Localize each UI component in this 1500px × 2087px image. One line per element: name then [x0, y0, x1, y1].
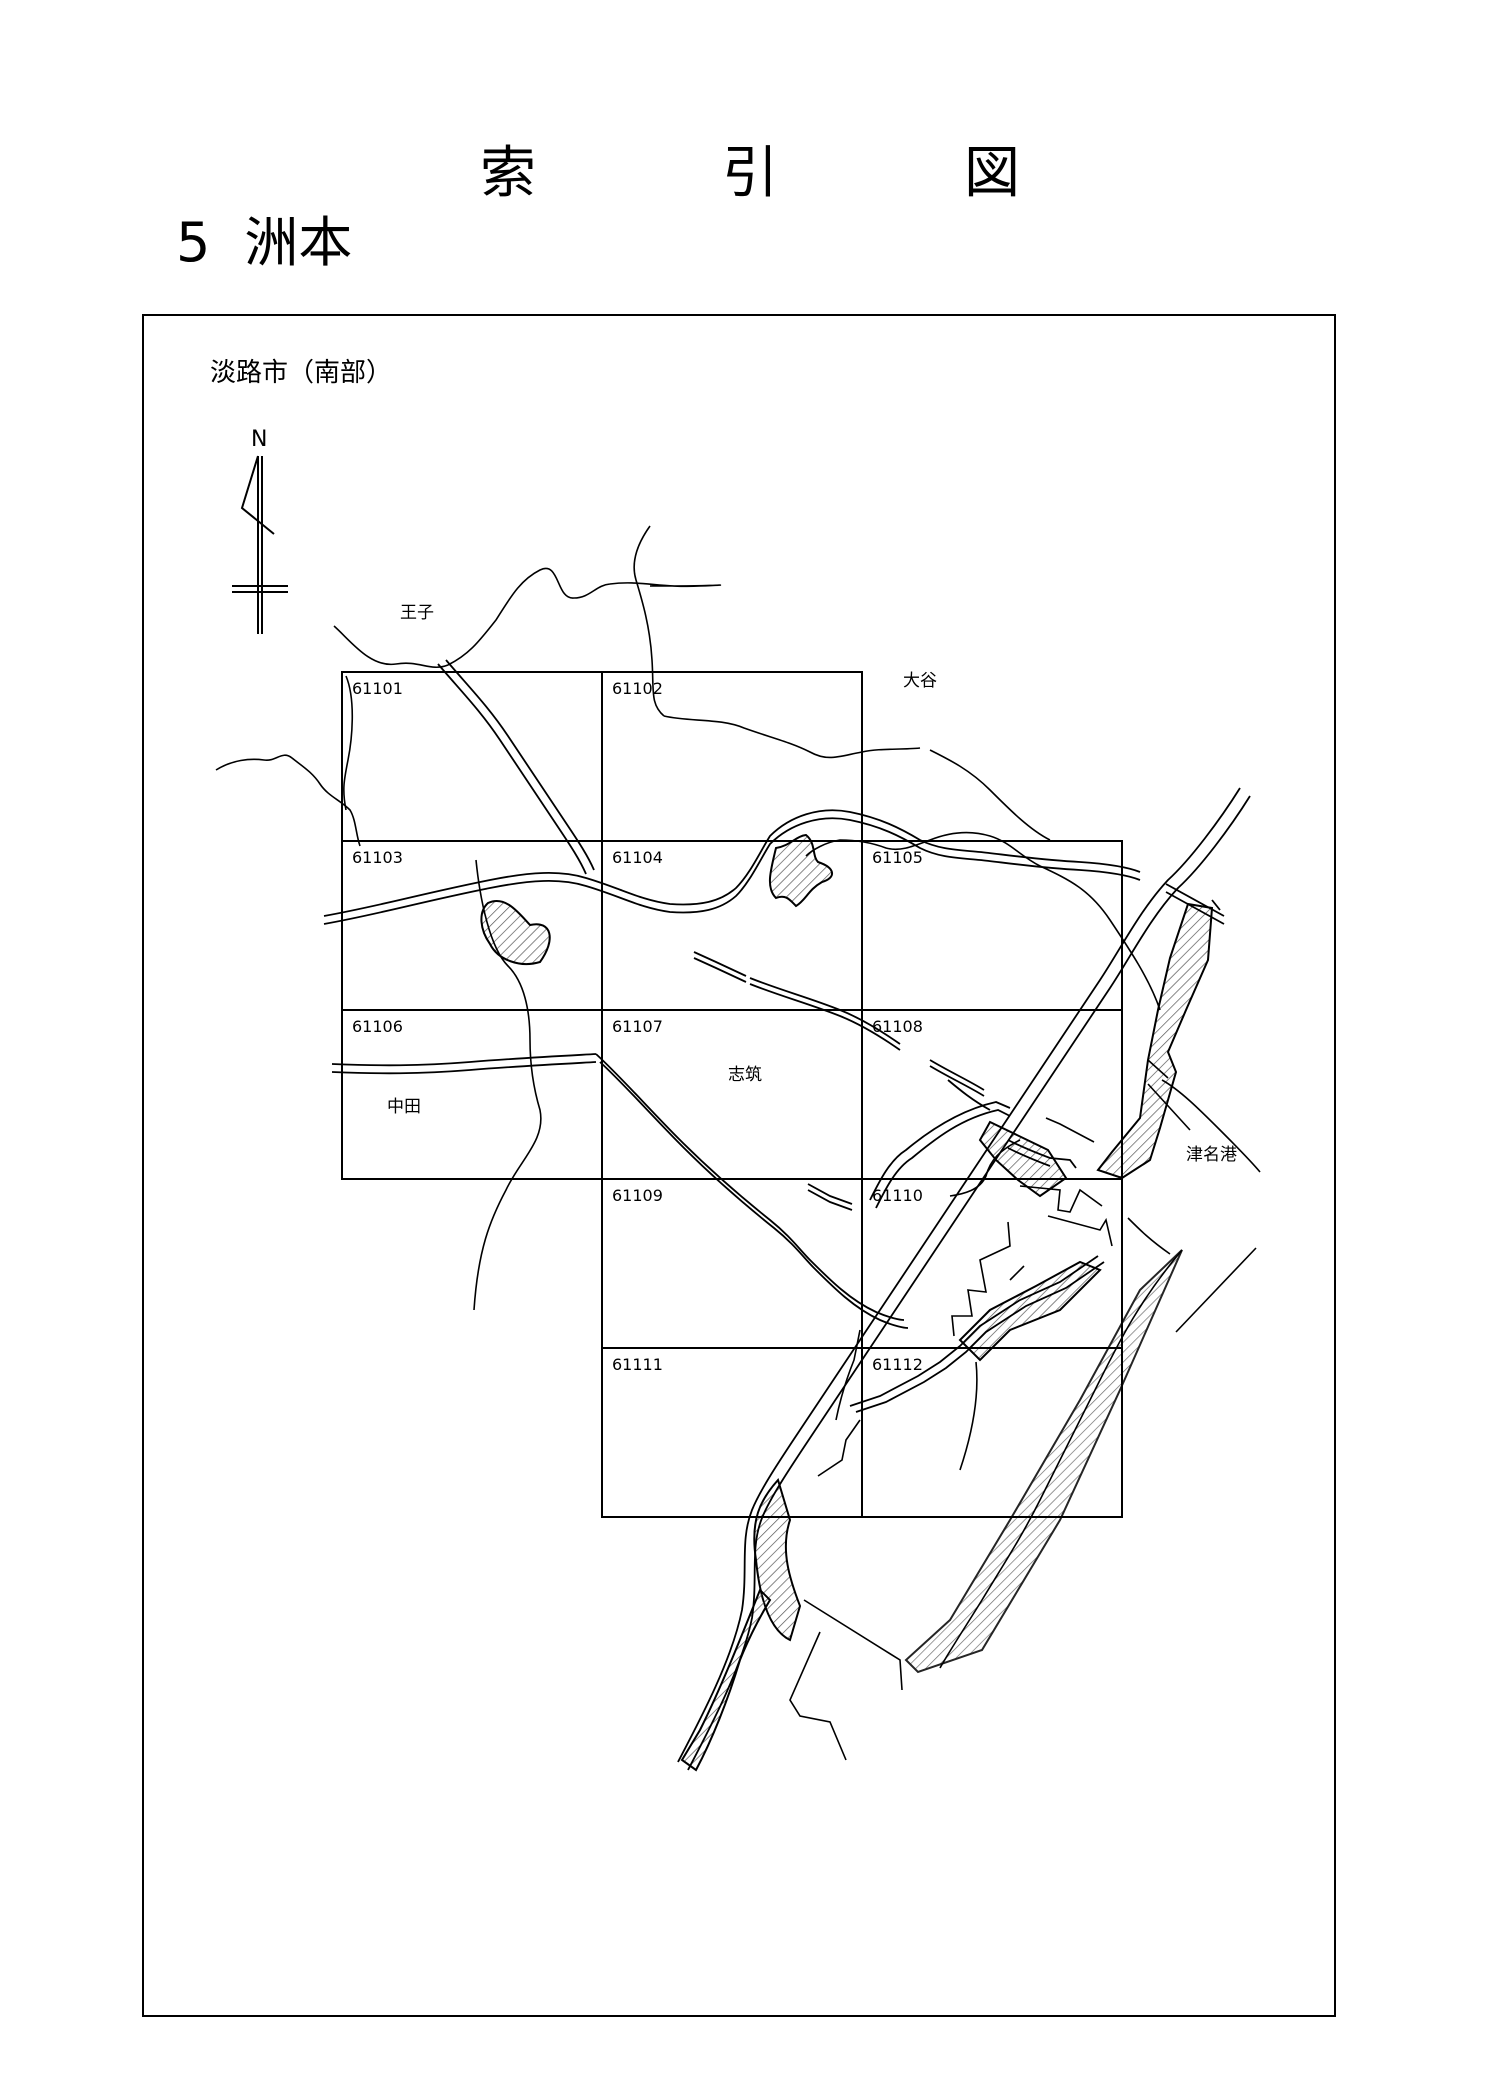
grid-cell-label: 61105: [872, 848, 923, 867]
grid-cell[interactable]: 61103: [341, 840, 603, 1011]
grid-cell[interactable]: 61109: [601, 1178, 863, 1349]
grid-cell-label: 61108: [872, 1017, 923, 1036]
grid-cell[interactable]: 61106: [341, 1009, 603, 1180]
grid-cell-label: 61112: [872, 1355, 923, 1374]
grid-cell-label: 61106: [352, 1017, 403, 1036]
title-char: 図: [964, 141, 1020, 206]
place-label: 志筑: [728, 1065, 762, 1085]
grid-cell-label: 61101: [352, 679, 403, 698]
grid-cell-label: 61102: [612, 679, 663, 698]
shoreline-hatch: [958, 1260, 1102, 1362]
grid-cell[interactable]: 61101: [341, 671, 603, 842]
sheet-number: 5: [176, 211, 211, 274]
place-label: 大谷: [903, 671, 937, 691]
place-label: 津名港: [1186, 1145, 1237, 1165]
sheet-name: 洲本: [244, 211, 353, 274]
grid-cell[interactable]: 61107: [601, 1009, 863, 1180]
grid-cell[interactable]: 61111: [601, 1347, 863, 1518]
grid-cell-label: 61103: [352, 848, 403, 867]
place-label: 王子: [400, 603, 434, 623]
title-char: 索: [480, 141, 536, 206]
place-labels: 王子 大谷 志筑 中田 津名港: [387, 603, 1237, 1165]
shoreline-hatch: [978, 1120, 1068, 1198]
grid-cell-label: 61110: [872, 1186, 923, 1205]
map-frame: [142, 314, 1336, 2017]
north-label: N: [251, 427, 267, 452]
grid-cell-label: 61109: [612, 1186, 663, 1205]
area-name: 淡路市（南部）: [210, 358, 393, 388]
shoreline-hatch: [680, 1588, 772, 1772]
boundary-lines: [215, 525, 1261, 1761]
grid-cell[interactable]: 61105: [861, 840, 1123, 1011]
index-grid: 61101 61102 61103 61104 61105 61106 6110…: [341, 671, 1123, 1518]
pond: [480, 900, 551, 965]
north-arrow-icon: N: [232, 427, 288, 634]
grid-cell[interactable]: 61112: [861, 1347, 1123, 1518]
place-label: 中田: [387, 1097, 421, 1117]
title-char: 引: [722, 141, 778, 206]
shoreline-hatch: [1096, 902, 1214, 1180]
grid-cell-label: 61107: [612, 1017, 663, 1036]
roads: [323, 659, 1251, 1771]
grid-cell-label: 61104: [612, 848, 663, 867]
sheet-label: 5 洲本: [176, 198, 352, 277]
grid-cell-label: 61111: [612, 1355, 663, 1374]
pond: [769, 833, 833, 908]
page-title: 索 引 図: [480, 128, 1020, 206]
